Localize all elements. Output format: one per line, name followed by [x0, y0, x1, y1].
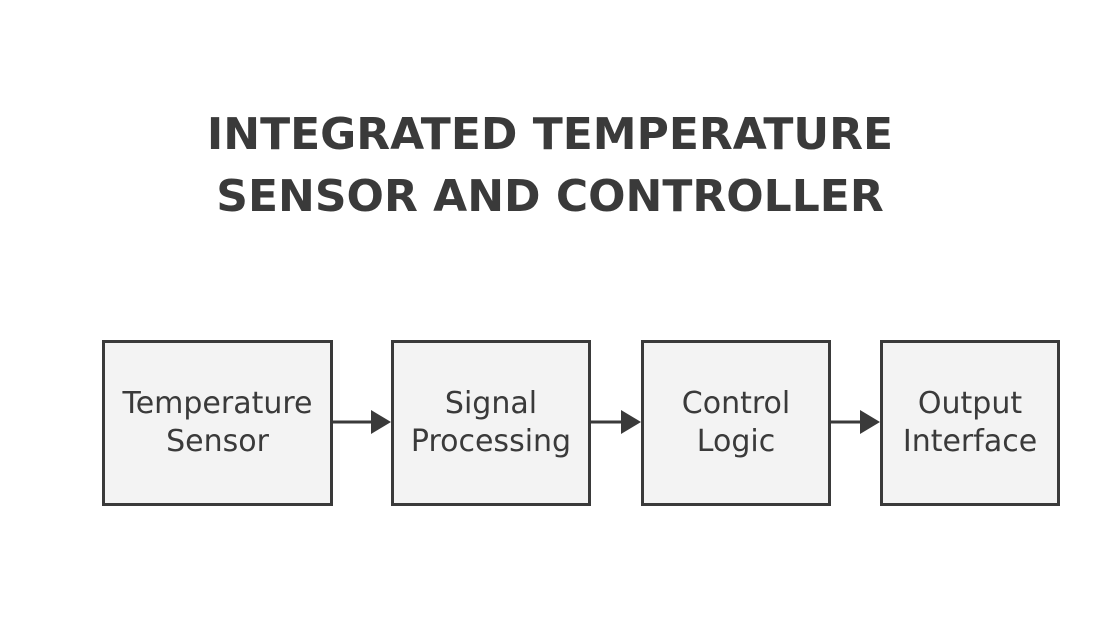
block-label-line-2: Processing [410, 424, 572, 459]
output-interface-block: Output Interface [880, 340, 1060, 506]
block-label-line-1: Output [917, 386, 1023, 421]
control-logic-block: Control Logic [641, 340, 831, 506]
arrow-logic-to-output [831, 410, 880, 434]
block-label-line-1: Control [681, 386, 791, 421]
block-label-line-2: Sensor [166, 424, 269, 459]
block-label-line-1: Temperature [122, 386, 313, 421]
title-line-2: SENSOR AND CONTROLLER [216, 171, 884, 222]
block-label-line-2: Interface [902, 424, 1038, 459]
block-label-line-1: Signal [444, 386, 538, 421]
arrow-sensor-to-processing [333, 410, 391, 434]
block-label-line-2: Logic [696, 424, 776, 459]
title-line-1: INTEGRATED TEMPERATURE [206, 109, 894, 160]
arrow-processing-to-logic [591, 410, 641, 434]
diagram-title: INTEGRATED TEMPERATURE SENSOR AND CONTRO… [0, 104, 1100, 228]
signal-processing-block: Signal Processing [391, 340, 591, 506]
temperature-sensor-block: Temperature Sensor [102, 340, 333, 506]
